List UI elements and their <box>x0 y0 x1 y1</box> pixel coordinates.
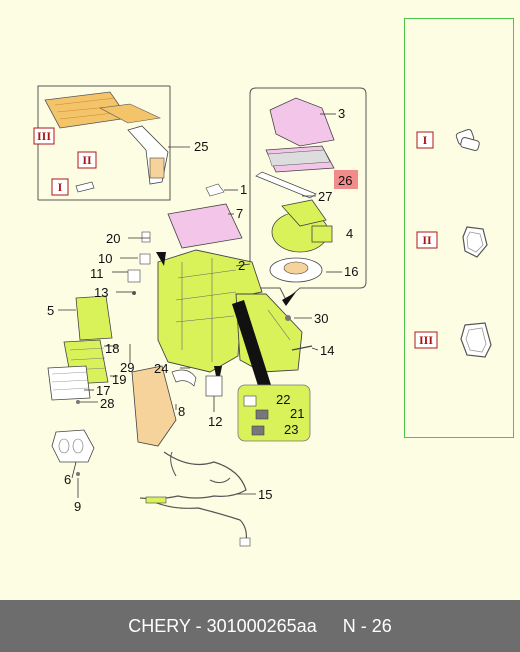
footer-part-number: CHERY - 301000265aa <box>128 615 317 636</box>
hvac-main-housing-shape <box>156 203 303 392</box>
callout-4: 4 <box>346 226 353 241</box>
callout-1: 1 <box>240 182 247 197</box>
callout-28: 28 <box>100 396 114 411</box>
callout-19: 19 <box>112 372 126 387</box>
callout-17: 17 <box>96 383 110 398</box>
blower-housing-part-4-shape <box>271 199 333 253</box>
callout-5: 5 <box>47 303 54 318</box>
callout-18: 18 <box>105 341 119 356</box>
sensor-group-box <box>237 384 311 442</box>
cabin-filter-part-26-shape <box>265 145 335 173</box>
callout-14: 14 <box>320 343 334 358</box>
callout-21: 21 <box>290 406 304 421</box>
svg-text:I: I <box>423 133 428 147</box>
kit-box: III II I <box>33 85 190 201</box>
legend-item-II: II <box>416 226 488 258</box>
roman-label-II: II <box>77 151 97 169</box>
svg-text:II: II <box>82 153 92 167</box>
svg-text:II: II <box>422 233 432 247</box>
wiring-harness-part-15-shape <box>139 451 251 547</box>
svg-text:III: III <box>37 129 51 143</box>
callout-23: 23 <box>284 422 298 437</box>
callout-22: 22 <box>276 392 290 407</box>
callout-26-highlight: 26 <box>334 170 358 189</box>
footer-bar: CHERY - 301000265aa N - 26 <box>0 600 520 652</box>
callout-10: 10 <box>98 251 112 266</box>
callout-26: 26 <box>338 173 352 188</box>
callout-30: 30 <box>314 311 328 326</box>
callout-8: 8 <box>178 404 185 419</box>
side-parts <box>47 183 313 476</box>
callout-3: 3 <box>338 106 345 121</box>
gasket-sheet-shape <box>44 91 162 129</box>
legend-item-I: I <box>416 128 480 151</box>
callout-27: 27 <box>318 189 332 204</box>
hvac-parts-diagram: III II I <box>33 85 367 547</box>
callout-2: 2 <box>238 258 245 273</box>
blower-group-box <box>249 87 367 306</box>
callout-6: 6 <box>64 472 71 487</box>
callout-24: 24 <box>154 361 168 376</box>
callout-20: 20 <box>106 231 120 246</box>
seal-II-icon <box>462 226 488 258</box>
callout-12: 12 <box>208 414 222 429</box>
callout-labels: 1 2 3 4 5 6 7 8 9 10 11 12 13 14 15 16 1… <box>47 106 358 514</box>
callout-25: 25 <box>194 139 208 154</box>
callout-11: 11 <box>90 266 104 281</box>
callout-15: 15 <box>258 487 272 502</box>
leader-lines <box>58 189 319 498</box>
seal-I-icon <box>455 128 480 151</box>
svg-text:III: III <box>419 333 433 347</box>
cover-part-3-shape <box>269 97 335 147</box>
callout-29: 29 <box>120 360 134 375</box>
callout-7: 7 <box>236 206 243 221</box>
footer-page-number: N - 26 <box>342 615 392 636</box>
svg-text:I: I <box>58 180 63 194</box>
callout-9: 9 <box>74 499 81 514</box>
roman-label-I: I <box>51 178 69 196</box>
blower-fan-part-16-shape <box>269 257 323 283</box>
roman-label-III: III <box>33 127 55 145</box>
callout-16: 16 <box>344 264 358 279</box>
seal-III-icon <box>460 322 492 358</box>
legend-item-III: III <box>414 322 492 358</box>
callout-13: 13 <box>94 285 108 300</box>
kit-legend-panel: I II III <box>404 18 514 438</box>
